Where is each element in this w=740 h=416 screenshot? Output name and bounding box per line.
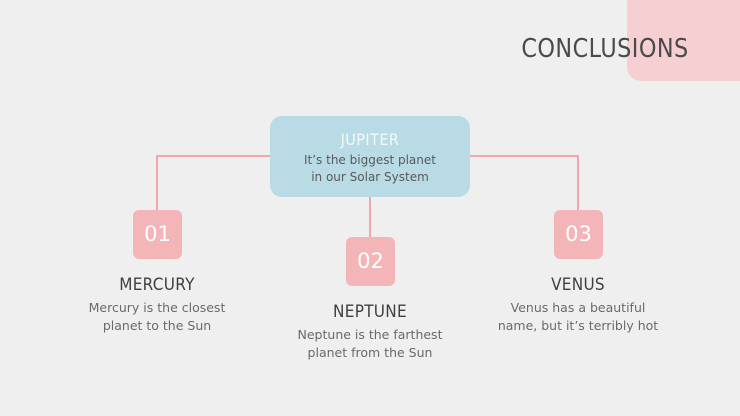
center-node-title: JUPITER [340, 130, 400, 149]
connector-left [156, 155, 270, 210]
item-desc-line-2: planet to the Sun [102, 318, 212, 333]
item-description-mercury: Mercury is the closest planet to the Sun [57, 299, 257, 335]
item-title-mercury: MERCURY [119, 275, 195, 295]
item-description-neptune: Neptune is the farthest planet from the … [270, 326, 470, 362]
number-badge-02: 02 [346, 237, 395, 286]
center-desc-line-2: in our Solar System [311, 170, 429, 184]
number-badge-01: 01 [133, 210, 182, 259]
connector-right [470, 155, 579, 210]
item-desc-line-1: Neptune is the farthest [297, 327, 443, 342]
item-title-venus: VENUS [551, 275, 605, 295]
item-desc-line-1: Venus has a beautiful [510, 300, 646, 315]
item-title-neptune: NEPTUNE [333, 302, 407, 322]
center-node-jupiter: JUPITER It’s the biggest planet in our S… [270, 116, 470, 197]
item-desc-line-2: name, but it’s terribly hot [497, 318, 659, 333]
corner-decoration [627, 0, 740, 81]
center-desc-line-1: It’s the biggest planet [304, 153, 436, 167]
item-desc-line-2: planet from the Sun [307, 345, 433, 360]
center-node-description: It’s the biggest planet in our Solar Sys… [270, 152, 470, 186]
item-description-venus: Venus has a beautiful name, but it’s ter… [478, 299, 678, 335]
item-desc-line-1: Mercury is the closest [88, 300, 226, 315]
number-badge-03: 03 [554, 210, 603, 259]
slide-title: CONCLUSIONS [521, 34, 689, 64]
